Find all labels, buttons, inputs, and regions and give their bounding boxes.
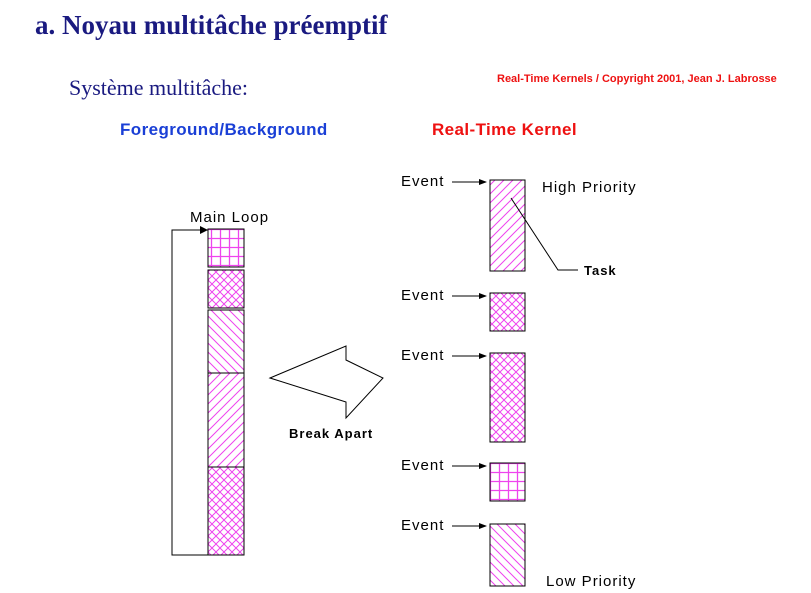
rt-task-block-3 — [489, 352, 526, 443]
event-label-1: Event — [401, 173, 445, 190]
fg-task-block-1 — [207, 228, 245, 268]
copyright-notice: Real-Time Kernels / Copyright 2001, Jean… — [497, 73, 777, 85]
rt-task-block-2 — [489, 292, 526, 332]
main-loop-bracket-arrowhead — [200, 226, 208, 234]
foreground-background-heading: Foreground/Background — [120, 120, 328, 139]
fg-task-block-3 — [207, 309, 245, 374]
real-time-kernel-column — [489, 179, 526, 587]
task-label: Task — [584, 263, 617, 278]
main-loop-label: Main Loop — [190, 209, 270, 226]
break-apart-label: Break Apart — [289, 426, 374, 441]
main-loop-bracket — [171, 229, 208, 556]
event-label-3: Event — [401, 347, 445, 364]
rt-task-block-4 — [489, 462, 526, 502]
event-label-4: Event — [401, 457, 445, 474]
break-apart-arrow — [268, 345, 384, 420]
section-subtitle: Système multitâche: — [69, 75, 249, 100]
real-time-kernel-heading: Real-Time Kernel — [432, 120, 577, 139]
task-callout-line — [510, 197, 578, 271]
event-label-5: Event — [401, 517, 445, 534]
page-title: a. Noyau multitâche préemptif — [35, 10, 388, 40]
foreground-background-column — [207, 228, 245, 556]
fg-task-block-5 — [207, 466, 245, 556]
rt-task-block-5 — [489, 523, 526, 587]
high-priority-label: High Priority — [542, 179, 637, 196]
fg-task-block-4 — [207, 372, 245, 468]
low-priority-label: Low Priority — [546, 573, 637, 590]
rt-task-block-1 — [489, 179, 526, 272]
event-label-2: Event — [401, 287, 445, 304]
fg-task-block-2 — [207, 269, 245, 309]
